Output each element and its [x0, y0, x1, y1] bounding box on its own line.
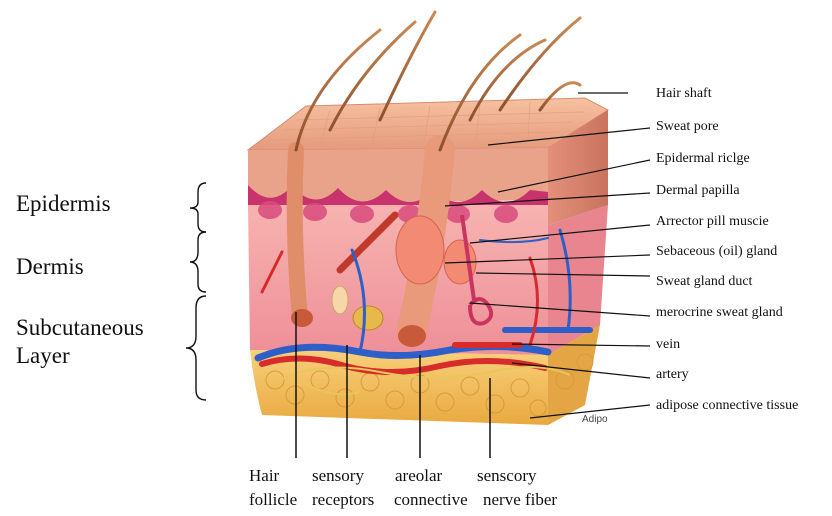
label-subcutaneous-layer: Layer — [16, 342, 70, 370]
label-artery: artery — [656, 367, 689, 383]
label-sensory: sensory — [312, 466, 364, 486]
label-sweat-gland-duct: Sweat gland duct — [656, 274, 752, 290]
label-dermal-papilla: Dermal papilla — [656, 183, 740, 199]
label-receptors: receptors — [312, 490, 374, 510]
label-epidermal-ridge: Epidermal riclge — [656, 151, 750, 167]
sensory-receptor — [353, 306, 383, 330]
label-connective: connective — [394, 490, 468, 510]
label-adipose: adipose connective tissue — [656, 398, 798, 414]
label-sweat-pore: Sweat pore — [656, 119, 719, 135]
label-subcutaneous: Subcutaneous — [16, 314, 144, 342]
layer-braces — [186, 183, 206, 400]
watermark-text: Adipo — [582, 412, 608, 428]
label-hair-shaft: Hair shaft — [656, 86, 712, 102]
label-hair: Hair — [249, 466, 279, 486]
label-epidermis: Epidermis — [16, 190, 111, 218]
label-follicle: follicle — [249, 490, 297, 510]
label-arrector-pili: Arrector pill muscie — [656, 214, 769, 230]
label-dermis: Dermis — [16, 253, 84, 281]
label-vein: vein — [656, 337, 680, 353]
label-senscory: senscory — [477, 466, 536, 486]
label-merocrine-sweat-gland: merocrine sweat gland — [656, 305, 783, 321]
label-areolar: areolar — [395, 466, 442, 486]
label-nerve-fiber: nerve fiber — [483, 490, 557, 510]
label-sebaceous-gland: Sebaceous (oil) gland — [656, 244, 777, 260]
